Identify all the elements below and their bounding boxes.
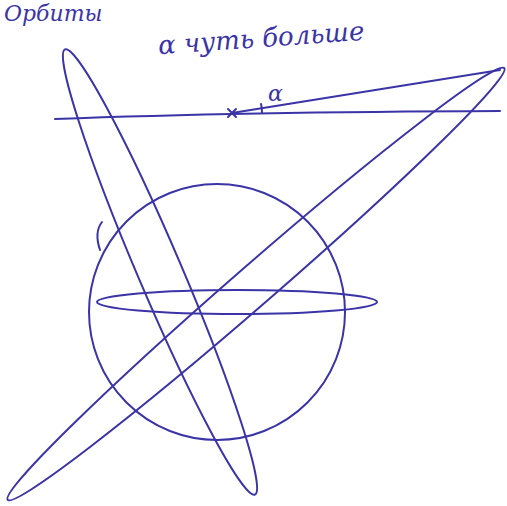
equator-orbit	[97, 290, 377, 314]
title-note: Орбиты	[4, 2, 103, 26]
point-mark	[228, 109, 236, 117]
angle-note: α чуть больше	[157, 17, 365, 60]
angle-label: α	[268, 82, 283, 106]
angle-ray	[232, 70, 500, 113]
angle-arc	[261, 104, 262, 113]
stray-stroke	[97, 222, 102, 250]
inclined-orbit	[0, 53, 507, 506]
tangent-line	[55, 111, 500, 119]
